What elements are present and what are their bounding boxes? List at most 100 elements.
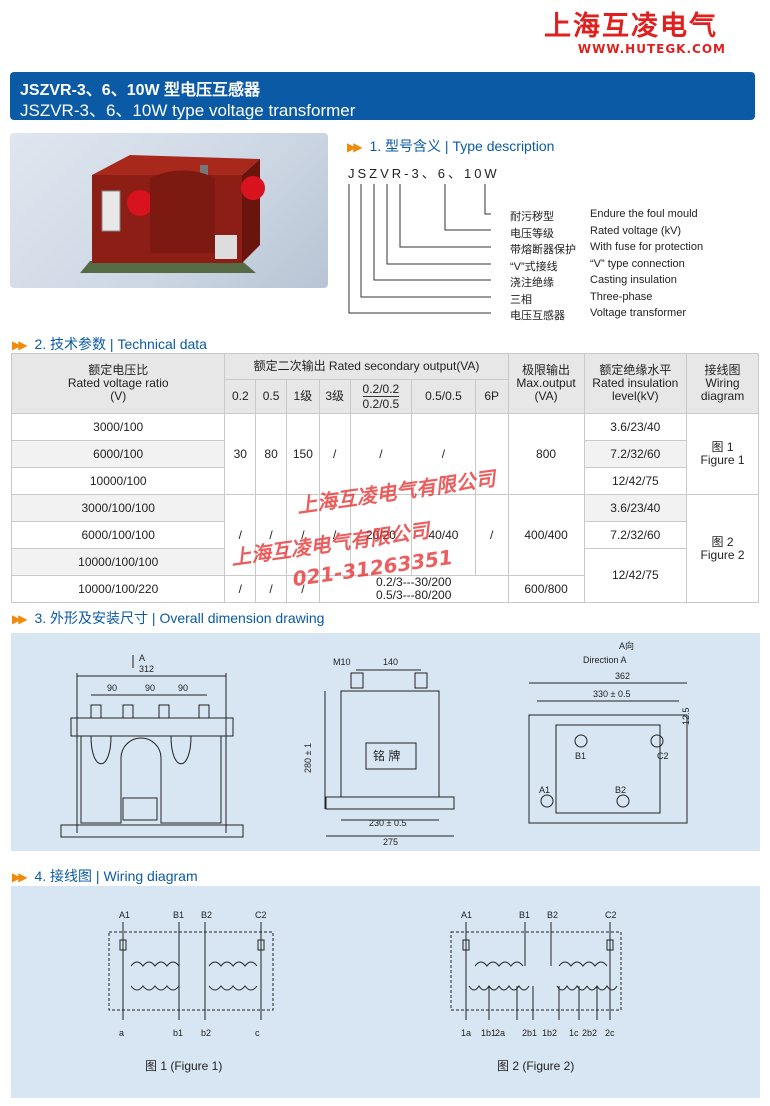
output-cell: /: [255, 494, 287, 576]
f2-terminal-1a: 1a: [461, 1028, 471, 1038]
f2-terminal-a1: A1: [461, 910, 472, 920]
terminal-c2: C2: [657, 751, 669, 761]
ratio-cell: 10000/100/220: [10, 575, 226, 603]
f2-terminal-1c: 1c: [569, 1028, 579, 1038]
class-0-2: 0.2: [224, 379, 257, 414]
header-output: 额定二次输出 Rated secondary output(VA): [224, 353, 509, 380]
page-title-en: JSZVR-3、6、10W type voltage transformer: [20, 101, 356, 120]
insulation-cell: 7.2/32/60: [583, 440, 688, 468]
brand-url[interactable]: WWW.HUTEGK.COM: [577, 42, 726, 56]
insulation-cell: 7.2/32/60: [583, 521, 688, 549]
f2-terminal-1b1: 1b1: [481, 1028, 496, 1038]
view-direction-cn: A向: [619, 640, 634, 651]
ratio-cell: 3000/100/100: [10, 494, 226, 522]
class-1: 1级: [285, 379, 320, 414]
class-0-5-0-5: 0.5/0.5: [411, 379, 476, 414]
class-6p: 6P: [474, 379, 509, 414]
f1-terminal-b2: B2: [201, 910, 212, 920]
f2-terminal-b2: B2: [547, 910, 558, 920]
output-cell: /: [474, 494, 509, 576]
front-a-label: A: [139, 653, 145, 663]
f2-terminal-2b1: 2b1: [522, 1028, 537, 1038]
type-desc-3-en: With fuse for protection: [590, 241, 704, 253]
max-output-cell: 600/800: [507, 575, 585, 603]
type-desc-7-en: Voltage transformer: [590, 307, 686, 319]
type-desc-2-en: Rated voltage (kV): [590, 225, 682, 237]
side-dim-280: 280 ± 1: [303, 743, 313, 773]
f1-terminal-a: a: [119, 1028, 124, 1038]
section-dimension-drawing: ▶▶3. 外形及安装尺寸 | Overall dimension drawing: [12, 610, 325, 626]
section-type-description: ▶▶1. 型号含义 | Type description: [347, 138, 555, 154]
insulation-cell: 12/42/75: [583, 548, 688, 603]
class-3: 3级: [318, 379, 351, 414]
f2-terminal-c2: C2: [605, 910, 617, 920]
section-wiring-diagram: ▶▶4. 接线图 | Wiring diagram: [12, 868, 198, 884]
ratio-cell: 3000/100: [10, 413, 226, 441]
view-dim-330: 330 ± 0.5: [593, 689, 630, 699]
type-desc-7: 电压互感器: [510, 310, 565, 322]
f1-terminal-a1: A1: [119, 910, 130, 920]
f2-terminal-2a: 2a: [495, 1028, 505, 1038]
type-desc-6-en: Three-phase: [590, 291, 653, 303]
terminal-b1: B1: [575, 751, 586, 761]
output-cell: /: [224, 494, 257, 576]
side-dim-275: 275: [383, 837, 398, 847]
insulation-cell: 12/42/75: [583, 467, 688, 495]
type-desc-6: 三相: [510, 294, 532, 306]
terminal-a1: A1: [539, 785, 550, 795]
page-title-cn: JSZVR-3、6、10W 型电压互感器: [20, 82, 261, 99]
wiring-diagrams: A1 B1 B2 C2 a b1 b2 c A1 B1 B2 C2: [108, 910, 622, 1073]
wiring-panel: A1 B1 B2 C2 a b1 b2 c A1 B1 B2 C2: [11, 886, 760, 1098]
ratio-cell: 10000/100/100: [10, 548, 226, 576]
type-desc-5: 浇注绝缘: [510, 277, 554, 289]
nameplate-label: 铭 牌: [373, 748, 400, 763]
output-cell: /: [318, 494, 351, 576]
output-cell: 40/40: [411, 494, 476, 576]
view-direction-en: Direction A: [583, 655, 627, 665]
ratio-cell: 10000/100: [10, 467, 226, 495]
front-dim-312: 312: [139, 664, 154, 674]
output-cell: 80: [255, 413, 287, 495]
type-desc-4-en: “V” type connection: [590, 258, 685, 270]
type-code: JSZVR-3、6、10W: [348, 166, 500, 181]
max-output-cell: 400/400: [507, 494, 585, 576]
front-dim-90: 90: [107, 683, 117, 693]
type-desc-1-en: Endure the foul mould: [590, 208, 698, 220]
type-desc-2: 电压等级: [510, 228, 554, 240]
terminal-b2: B2: [615, 785, 626, 795]
f1-terminal-b2-low: b2: [201, 1028, 211, 1038]
side-m10-label: M10: [333, 657, 351, 667]
type-code-leader-lines: [348, 184, 491, 314]
f2-terminal-b1: B1: [519, 910, 530, 920]
output-cell: /: [224, 575, 257, 603]
type-desc-5-en: Casting insulation: [590, 274, 677, 286]
f2-terminal-1b2: 1b2: [542, 1028, 557, 1038]
class-0-5: 0.5: [255, 379, 287, 414]
dimension-drawing: A 312 90 90 90 M10 140 铭 牌 280 ±: [60, 640, 691, 847]
output-cell: /: [285, 494, 320, 576]
figure-1-caption: 图 1 (Figure 1): [145, 1059, 222, 1073]
f1-terminal-c: c: [255, 1028, 260, 1038]
view-dim-12: 12.5: [681, 707, 691, 725]
side-dim-140: 140: [383, 657, 398, 667]
dimension-panel: A 312 90 90 90 M10 140 铭 牌 280 ±: [11, 633, 760, 851]
type-desc-3: 带熔断器保护: [510, 244, 576, 256]
f2-terminal-2c: 2c: [605, 1028, 615, 1038]
section-technical-data: ▶▶2. 技术参数 | Technical data: [12, 336, 207, 352]
insulation-cell: 3.6/23/40: [583, 413, 688, 441]
output-cell: 30: [224, 413, 257, 495]
figure-2-caption: 图 2 (Figure 2): [497, 1059, 574, 1073]
brand-name: 上海互凌电气: [544, 11, 718, 42]
product-photo: [10, 133, 328, 288]
f1-terminal-c2: C2: [255, 910, 267, 920]
output-cell: 20/20: [349, 494, 413, 576]
